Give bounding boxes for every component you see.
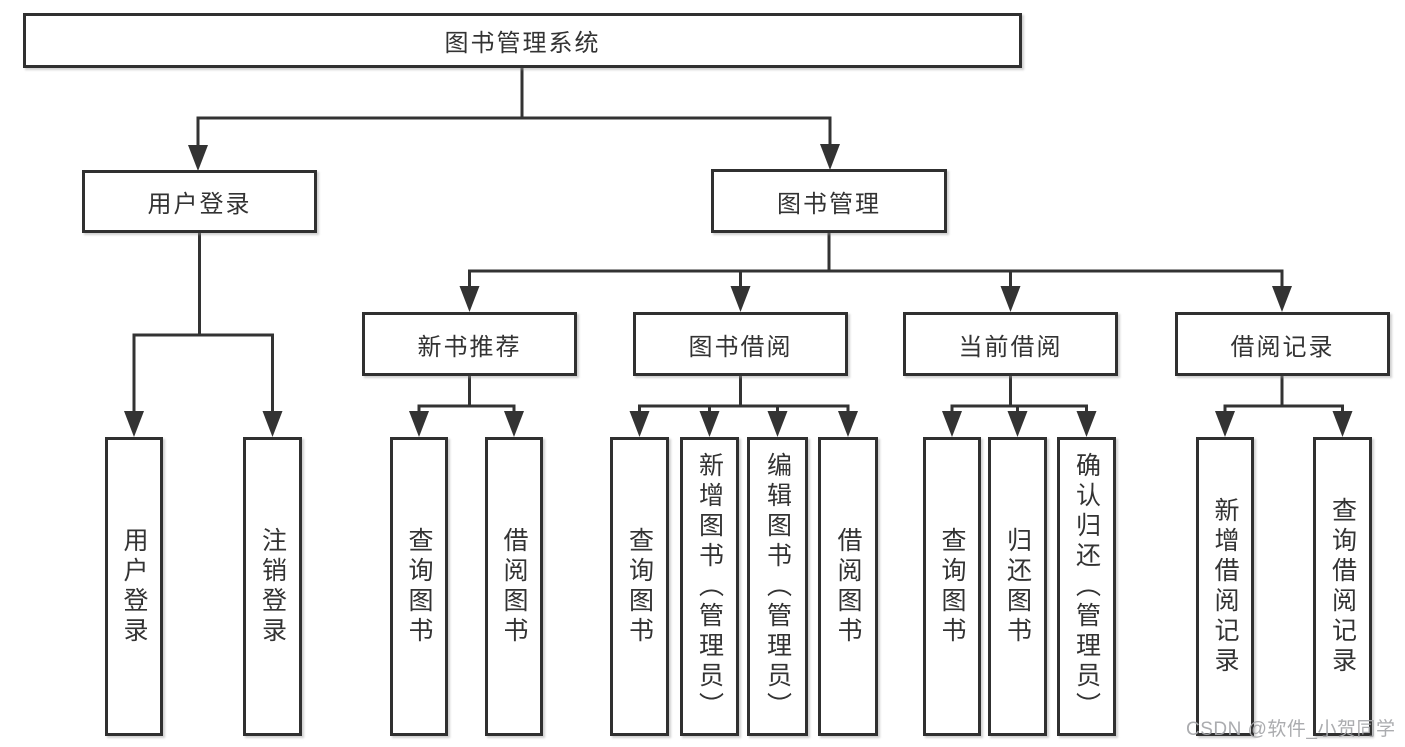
leaf-edit-books-admin: 编辑图书（管理员） xyxy=(747,437,808,736)
leaf-query-books-current-label: 查询图书 xyxy=(938,526,966,647)
leaf-return-books: 归还图书 xyxy=(988,437,1047,736)
node-new-book-recommendation-label: 新书推荐 xyxy=(417,333,522,361)
leaf-borrow-books-borrowing: 借阅图书 xyxy=(818,437,878,736)
leaf-add-books-admin: 新增图书（管理员） xyxy=(680,437,739,736)
connector-book-management-children xyxy=(459,233,1292,312)
leaf-add-borrow-record-label: 新增借阅记录 xyxy=(1211,496,1239,677)
leaf-return-books-label: 归还图书 xyxy=(1003,526,1032,647)
leaf-edit-books-admin-label: 编辑图书（管理员） xyxy=(763,451,792,722)
leaf-user-login-label: 用户登录 xyxy=(120,526,148,647)
leaf-user-login: 用户登录 xyxy=(105,437,163,736)
leaf-query-books-recommend-label: 查询图书 xyxy=(405,526,433,647)
leaf-logout-login: 注销登录 xyxy=(243,437,302,736)
node-borrowing-records-label: 借阅记录 xyxy=(1230,333,1335,361)
leaf-confirm-return-admin-label: 确认归还（管理员） xyxy=(1072,451,1101,722)
connector-user-login-children xyxy=(124,232,283,437)
node-current-borrowing-label: 当前借阅 xyxy=(958,333,1063,361)
leaf-query-borrow-record-label: 查询借阅记录 xyxy=(1328,496,1357,677)
leaf-query-borrow-record: 查询借阅记录 xyxy=(1313,437,1372,736)
node-book-management: 图书管理 xyxy=(711,169,947,233)
node-book-management-label: 图书管理 xyxy=(777,190,881,218)
leaf-logout-login-label: 注销登录 xyxy=(258,526,287,647)
connector-new-book-recommendation-children xyxy=(409,376,524,437)
connector-borrowing-records-children xyxy=(1215,376,1353,437)
node-borrowing-records: 借阅记录 xyxy=(1175,312,1390,376)
connector-book-borrowing-children xyxy=(629,376,858,437)
leaf-query-books-current: 查询图书 xyxy=(923,437,981,736)
node-system-root: 图书管理系统 xyxy=(23,13,1022,68)
leaf-query-books-borrowing-label: 查询图书 xyxy=(625,526,654,647)
node-book-borrowing: 图书借阅 xyxy=(633,312,848,376)
node-current-borrowing: 当前借阅 xyxy=(903,312,1118,376)
node-new-book-recommendation: 新书推荐 xyxy=(362,312,577,376)
leaf-add-books-admin-label: 新增图书（管理员） xyxy=(695,451,724,722)
node-user-login: 用户登录 xyxy=(82,170,317,233)
leaf-borrow-books-recommend-label: 借阅图书 xyxy=(500,526,528,647)
connector-root-to-level2 xyxy=(188,68,840,171)
leaf-query-books-recommend: 查询图书 xyxy=(390,437,448,736)
leaf-borrow-books-borrowing-label: 借阅图书 xyxy=(834,526,862,647)
leaf-confirm-return-admin: 确认归还（管理员） xyxy=(1057,437,1116,736)
node-book-borrowing-label: 图书借阅 xyxy=(688,333,793,361)
leaf-query-books-borrowing: 查询图书 xyxy=(610,437,669,736)
node-system-root-label: 图书管理系统 xyxy=(444,30,601,57)
leaf-add-borrow-record: 新增借阅记录 xyxy=(1196,437,1254,736)
node-user-login-label: 用户登录 xyxy=(147,191,252,218)
connector-current-borrowing-children xyxy=(942,376,1097,437)
leaf-borrow-books-recommend: 借阅图书 xyxy=(485,437,543,736)
